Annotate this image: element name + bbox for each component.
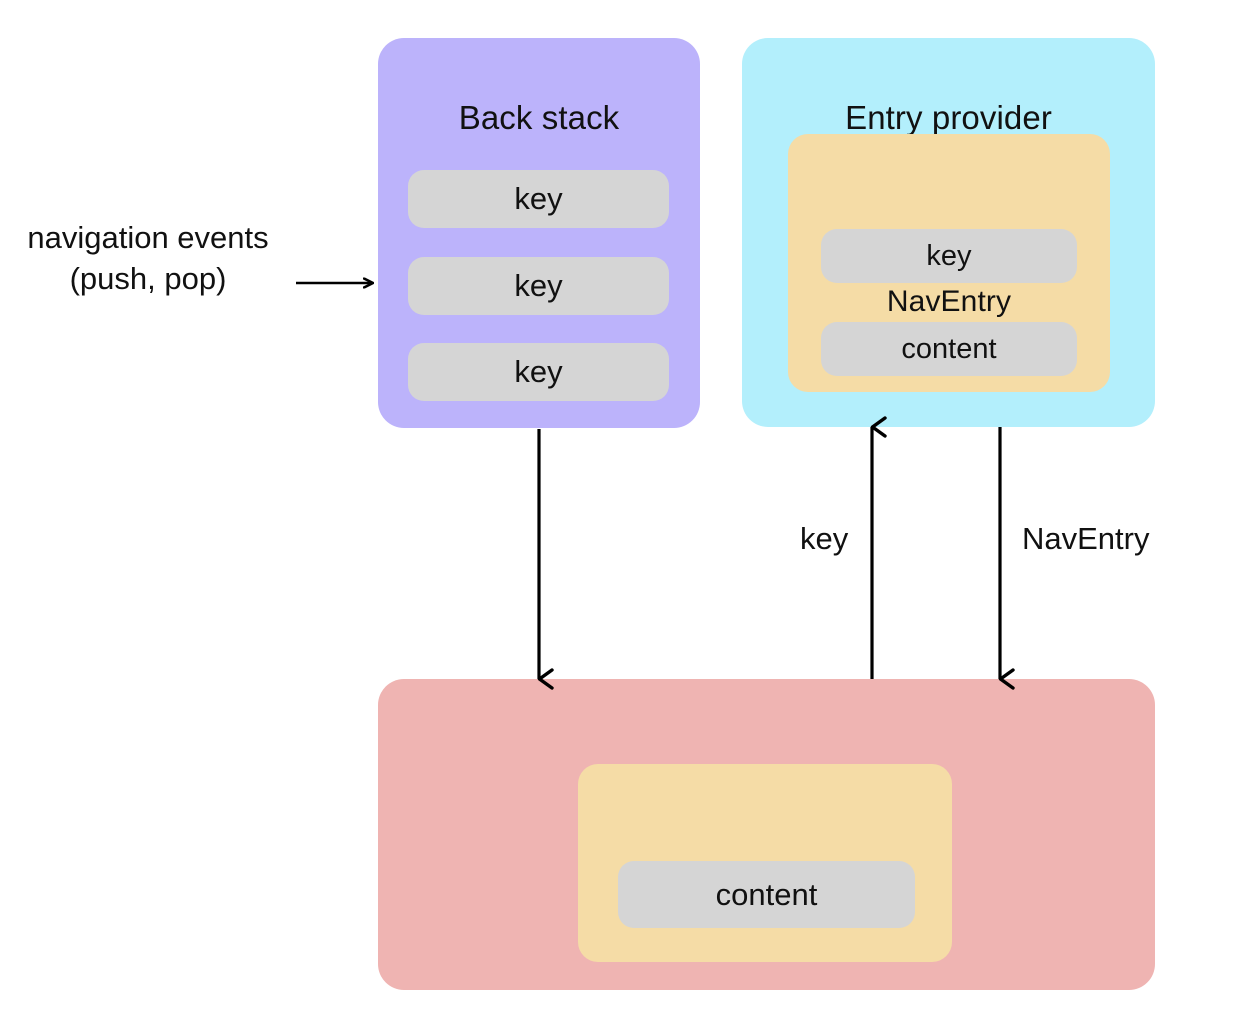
back-stack-key-pill-3: key <box>408 343 669 401</box>
entry-provider-nav-entry-title: NavEntry <box>886 285 1012 318</box>
back-stack-key-pill-2: key <box>408 257 669 315</box>
entry-provider-title: Entry provider <box>845 99 1052 136</box>
navigation-events-label-line1: navigation events <box>27 220 269 255</box>
back-stack-title: Back stack <box>458 99 620 136</box>
navigation-events-label-line2: (push, pop) <box>69 260 227 296</box>
key-edge-label: key <box>800 521 849 556</box>
back-stack-key-pill-1: key <box>408 170 669 228</box>
entry-provider-content-pill: content <box>821 322 1077 376</box>
naventry-edge-label: NavEntry <box>1022 521 1150 556</box>
navigation-events-label: navigation events (push, pop) <box>8 218 288 300</box>
nav-display-content-pill: content <box>618 861 915 928</box>
entry-provider-key-pill: key <box>821 229 1077 283</box>
